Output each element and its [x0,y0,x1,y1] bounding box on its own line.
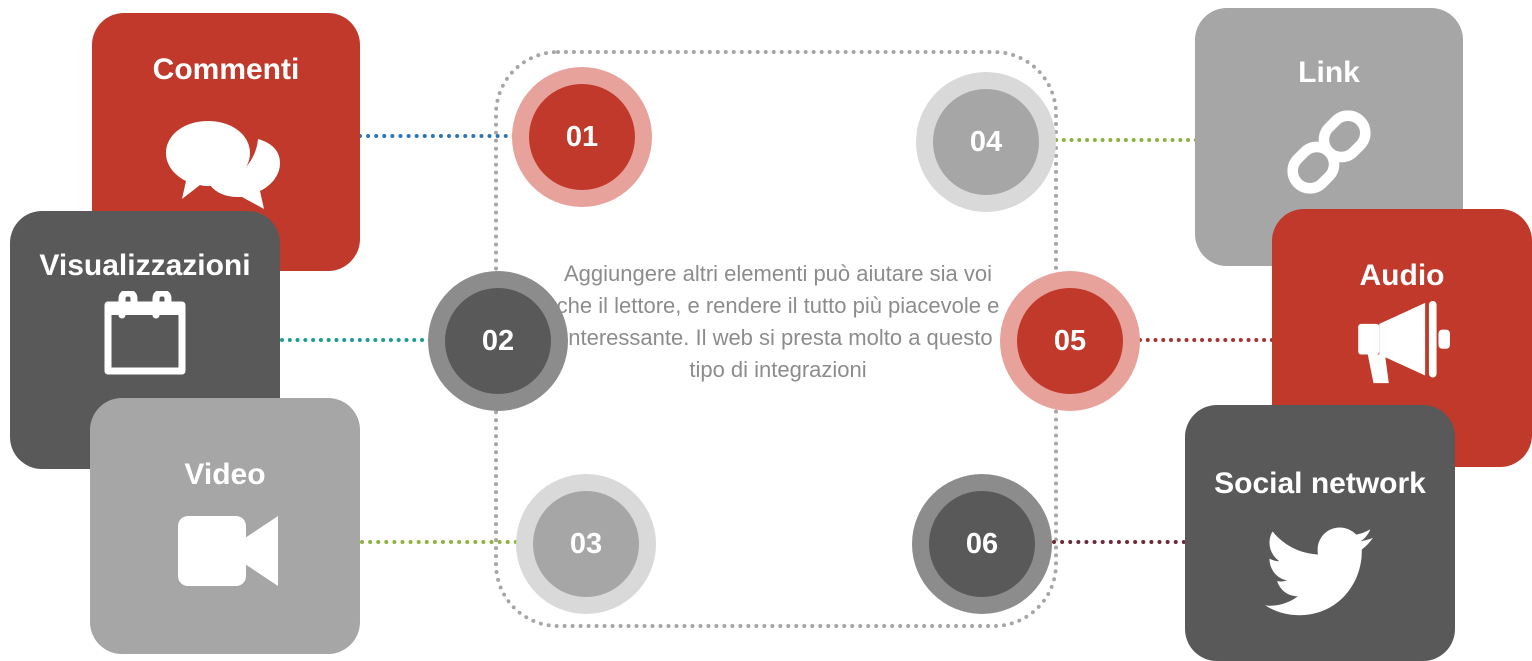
connector-03 [360,540,518,544]
step-number-06: 06 [929,491,1035,597]
step-circle-05: 05 [1000,271,1140,411]
step-number-01: 01 [529,84,635,190]
card-commenti-title: Commenti [152,53,300,86]
step-number-02: 02 [445,288,551,394]
description-text: Aggiungere altri elementi può aiutare si… [556,261,1000,382]
card-social-network-title: Social network [1214,467,1426,500]
connector-06 [1052,540,1186,544]
connector-02 [280,338,432,342]
card-video[interactable]: Video [90,398,360,654]
card-video-title: Video [184,458,266,491]
step-circle-06: 06 [912,474,1052,614]
card-visualizzazioni-title: Visualizzazioni [39,249,251,282]
connector-01 [358,134,516,138]
step-number-03: 03 [533,491,639,597]
step-number-05: 05 [1017,288,1123,394]
step-circle-01: 01 [512,67,652,207]
card-audio-title: Audio [1359,259,1445,292]
card-social-network[interactable]: Social network [1185,405,1455,661]
megaphone-icon [1358,301,1450,384]
chain-link-icon [1287,110,1371,194]
step-circle-02: 02 [428,271,568,411]
speech-bubbles-icon [166,121,280,209]
calendar-icon [104,291,186,375]
step-number-04: 04 [933,89,1039,195]
video-camera-icon [178,516,278,586]
card-link-title: Link [1298,56,1360,89]
connector-04 [1054,138,1198,142]
step-circle-03: 03 [516,474,656,614]
connector-05 [1138,338,1274,342]
step-circle-04: 04 [916,72,1056,212]
bird-icon [1265,527,1373,616]
